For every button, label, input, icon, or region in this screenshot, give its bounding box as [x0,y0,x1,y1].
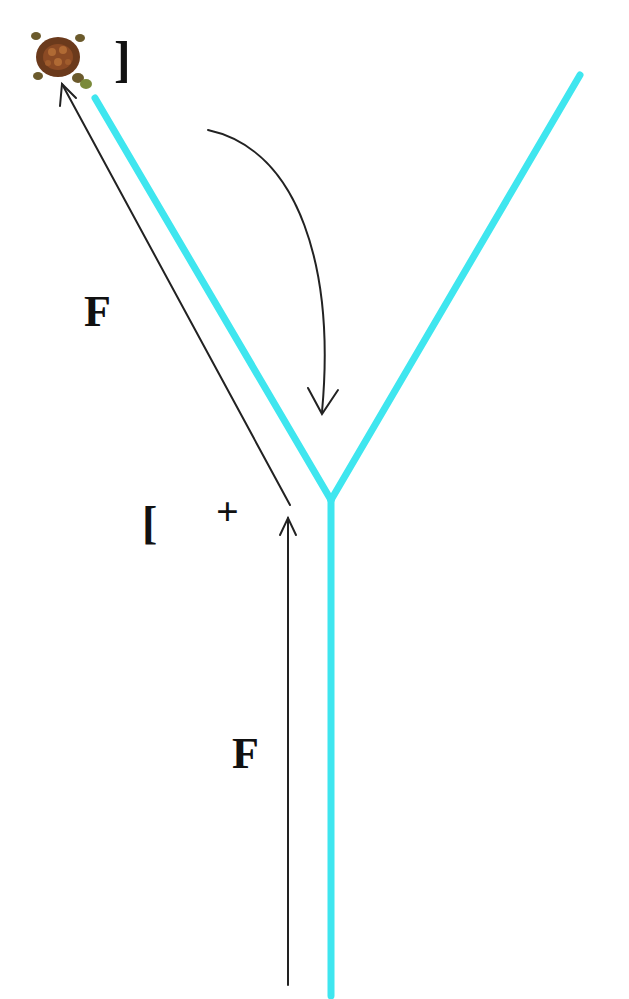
turn-label: + [216,492,239,532]
close-bracket-label: ] [114,34,131,84]
branch-lines [95,75,580,996]
forward-label: F [84,290,111,334]
open-bracket-label: [ [142,500,157,546]
turtle-icon [31,32,92,89]
forward-label: F [232,732,259,776]
movement-arrows [60,84,338,985]
